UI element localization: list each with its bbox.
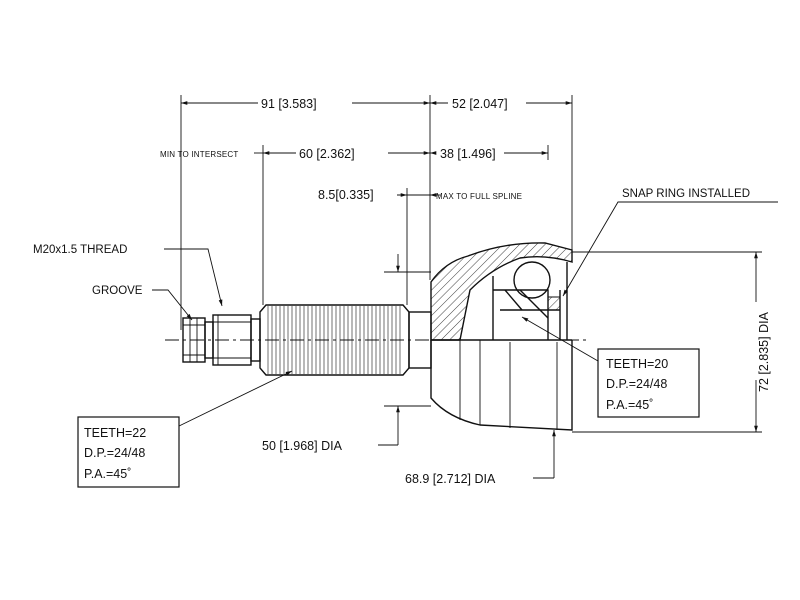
spec-inner-pa: P.A.=45˚: [606, 398, 653, 412]
dim-50-dia: 50 [1.968] DIA: [262, 439, 343, 453]
dim-68-9-dia: 68.9 [2.712] DIA: [405, 472, 496, 486]
extension-lines: [180, 95, 762, 433]
ball-bearing: [513, 261, 551, 299]
spec-box-inner: TEETH=20 D.P.=24/48 P.A.=45˚: [597, 348, 700, 418]
note-thread: M20x1.5 THREAD: [33, 244, 127, 256]
inner-race: [492, 262, 568, 340]
spec-inner-teeth: TEETH=20: [606, 357, 668, 371]
spec-outer-teeth: TEETH=22: [84, 426, 146, 440]
dim-72-dia: 72 [2.835] DIA: [757, 311, 771, 392]
spec-outer-pa: P.A.=45˚: [84, 467, 131, 481]
dim-38: 38 [1.496]: [440, 147, 496, 161]
dim-52: 52 [2.047]: [452, 97, 508, 111]
note-max-spline: MAX TO FULL SPLINE: [436, 192, 522, 201]
dimension-lines: [181, 101, 758, 479]
dim-91: 91 [3.583]: [261, 97, 317, 111]
spec-box-outer: TEETH=22 D.P.=24/48 P.A.=45˚: [77, 416, 180, 488]
shaft-and-bell: [165, 242, 590, 431]
bell-housing-lower: [430, 340, 573, 431]
note-min-intersect: MIN TO INTERSECT: [160, 150, 238, 159]
dim-8-5: 8.5[0.335]: [318, 188, 374, 202]
spec-inner-dp: D.P.=24/48: [606, 377, 667, 391]
note-groove: GROOVE: [92, 285, 143, 297]
leader-lines: [152, 152, 778, 428]
dim-60: 60 [2.362]: [299, 147, 355, 161]
spec-outer-dp: D.P.=24/48: [84, 446, 145, 460]
bell-housing-section: [430, 242, 573, 341]
note-snap-ring: SNAP RING INSTALLED: [622, 188, 750, 200]
